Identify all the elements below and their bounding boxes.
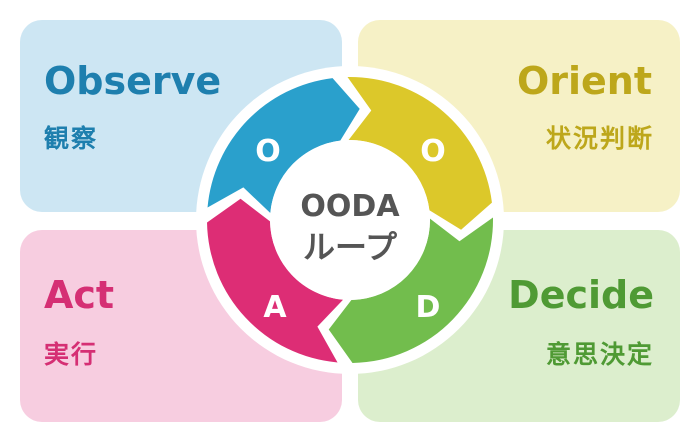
decide-segment [328, 217, 494, 363]
center-title: OODA [300, 189, 400, 224]
orient-title: Orient [516, 59, 652, 103]
decide-title: Decide [508, 273, 654, 317]
act-subtitle: 実行 [44, 340, 99, 369]
orient-segment [347, 76, 492, 230]
observe-title: Observe [44, 59, 222, 103]
orient-letter: O [420, 134, 446, 169]
act-letter: A [263, 290, 287, 325]
act-segment [207, 198, 344, 363]
observe-subtitle: 観察 [44, 124, 99, 153]
orient-subtitle: 状況判断 [545, 124, 654, 153]
cycle-center [270, 140, 430, 300]
decide-letter: D [416, 290, 441, 325]
observe-letter: O [255, 134, 281, 169]
act-title: Act [44, 273, 115, 317]
observe-segment [207, 78, 360, 214]
center-subtitle: ループ [303, 228, 398, 266]
decide-subtitle: 意思決定 [545, 340, 654, 369]
